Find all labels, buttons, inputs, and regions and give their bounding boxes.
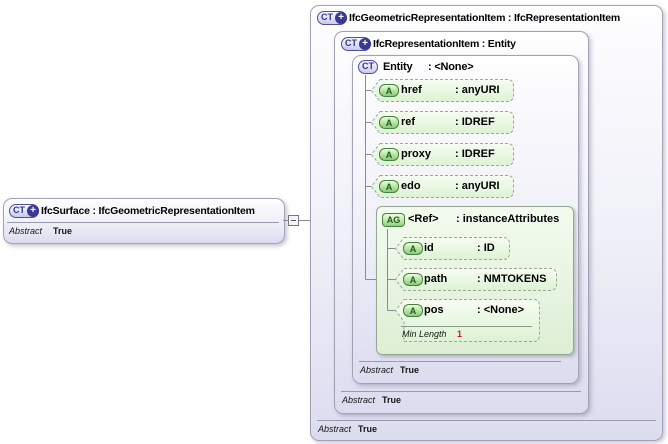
facet-divider: [401, 326, 532, 327]
abstract-label: Abstract: [318, 424, 352, 434]
attribute-type: : anyURI: [455, 180, 500, 192]
attribute-badge: A: [379, 180, 399, 193]
facet-label: Min Length: [402, 329, 447, 339]
abstract-value: True: [400, 365, 420, 375]
entity-name: Entity: [383, 61, 413, 73]
attribute-badge: A: [379, 116, 399, 129]
entity-type: : <None>: [428, 61, 474, 73]
attribute-name: edo: [401, 180, 421, 192]
node-title: IfcRepresentationItem : Entity: [373, 38, 516, 50]
attribute-badge: A: [403, 304, 423, 317]
abstract-label: Abstract: [9, 226, 43, 236]
attribute-name: href: [401, 84, 422, 96]
attribute-type: : <None>: [477, 304, 525, 316]
complextype-badge: CT +: [317, 11, 347, 25]
attribute-path[interactable]: A path : NMTOKENS: [395, 268, 557, 291]
node-title: IfcSurface : IfcGeometricRepresentationI…: [41, 205, 255, 217]
attribute-name: proxy: [401, 148, 431, 160]
node-ifcsurface[interactable]: CT + IfcSurface : IfcGeometricRepresenta…: [3, 198, 285, 244]
ct-badge-label: CT: [321, 12, 333, 22]
footer-divider: [317, 420, 656, 421]
attribute-badge: A: [379, 148, 399, 161]
ct-badge-label: CT: [13, 205, 25, 215]
attribute-name: pos: [424, 304, 444, 316]
attribute-type: : anyURI: [455, 84, 500, 96]
attribute-edo[interactable]: A edo : anyURI: [371, 175, 514, 198]
facet-value: 1: [457, 329, 463, 339]
attribute-pos[interactable]: A pos : <None> Min Length 1: [395, 299, 540, 342]
attribute-id[interactable]: A id : ID: [395, 237, 510, 260]
footer-divider: [359, 361, 561, 362]
attribute-type: : IDREF: [455, 116, 495, 128]
abstract-value: True: [358, 424, 378, 434]
attributegroup-badge: AG: [382, 213, 405, 227]
attribute-name: id: [424, 242, 434, 254]
attribute-type: : NMTOKENS: [477, 273, 547, 285]
plus-icon: +: [335, 12, 347, 24]
attribute-name: path: [424, 273, 448, 285]
attribute-type: : ID: [477, 242, 495, 254]
attribute-name: ref: [401, 116, 416, 128]
abstract-value: True: [53, 226, 73, 236]
footer-divider: [7, 222, 279, 223]
plus-icon: +: [359, 38, 371, 50]
ct-badge-label: CT: [345, 38, 357, 48]
attribute-href[interactable]: A href : anyURI: [371, 79, 514, 102]
collapse-toggle-icon: [288, 215, 299, 226]
attribute-badge: A: [379, 84, 399, 97]
attribute-badge: A: [403, 242, 423, 255]
attribute-ref[interactable]: A ref : IDREF: [371, 111, 514, 134]
abstract-label: Abstract: [360, 365, 394, 375]
complextype-badge: CT: [358, 60, 378, 74]
attribute-proxy[interactable]: A proxy : IDREF: [371, 143, 514, 166]
abstract-value: True: [382, 395, 402, 405]
group-name: <Ref>: [408, 213, 439, 225]
complextype-badge: CT +: [9, 204, 39, 218]
node-title: IfcGeometricRepresentationItem : IfcRepr…: [349, 12, 621, 24]
complextype-badge: CT +: [341, 37, 371, 51]
abstract-label: Abstract: [342, 395, 376, 405]
footer-divider: [341, 391, 581, 392]
plus-icon: +: [27, 205, 39, 217]
attribute-type: : IDREF: [455, 148, 495, 160]
group-type: : instanceAttributes: [456, 213, 560, 225]
ct-badge-label: CT: [362, 61, 374, 71]
attribute-badge: A: [403, 273, 423, 286]
